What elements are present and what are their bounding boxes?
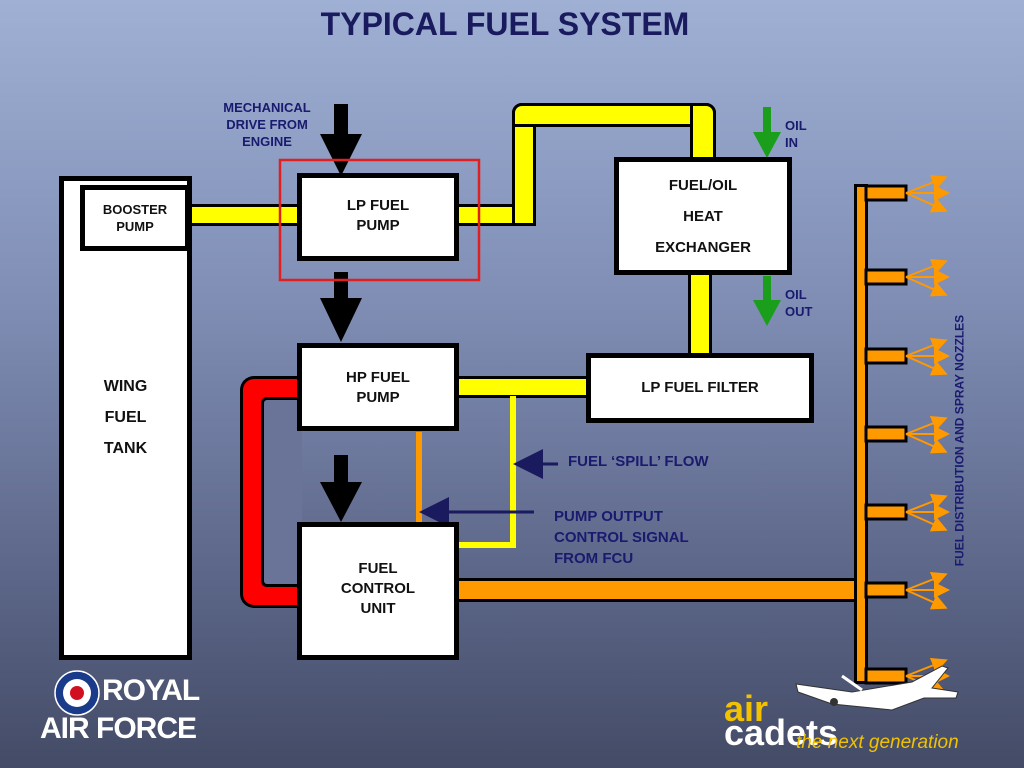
air-cadets-logo: air cadets the next generation [722,660,1012,760]
distribution-label: FUEL DISTRIBUTION AND SPRAY NOZZLES [952,314,967,567]
pipe-exchanger-to-filter [688,270,712,360]
page-title: TYPICAL FUEL SYSTEM [320,6,690,42]
lp-fuel-filter: LP FUEL FILTER [586,353,814,423]
lp-to-hp-arrow [320,272,362,342]
pipe-fcu-to-manifold [454,578,868,602]
cadets-text-cadets: cadets [724,712,839,753]
hp-fuel-pump-label: HP FUEL PUMP [346,369,410,406]
oil-in-arrow [753,107,781,158]
lp-fuel-filter-label: LP FUEL FILTER [641,379,759,396]
fuel-control-unit: FUEL CONTROL UNIT [297,522,459,660]
branch-2 [864,258,950,297]
raf-logo: ROYAL AIR FORCE [40,668,210,748]
branch-5 [864,493,950,532]
fuel-oil-heat-exchanger: FUEL/OIL HEAT EXCHANGER [614,157,792,275]
oil-in-label: OIL IN [785,118,807,150]
branch-6 [864,571,950,610]
pump-output-label: PUMP OUTPUT CONTROL SIGNAL FROM FCU [554,508,689,567]
raf-text-royal: ROYAL [102,674,200,707]
branch-4 [864,415,950,454]
cadets-tagline: the next generation [796,732,959,753]
lp-fuel-pump: LP FUEL PUMP [297,173,459,261]
oil-out-arrow [753,276,781,326]
control-signal-line [416,432,422,526]
raf-text-air-force: AIR FORCE [40,712,197,745]
pipe-hp-loop-inner [261,397,302,587]
hp-to-fcu-arrow [320,455,362,522]
cadets-text-air: air [724,688,769,729]
mechanical-drive-arrow [320,104,362,176]
booster-pump-label: BOOSTER PUMP [102,202,168,234]
fuel-control-unit-label: FUEL CONTROL UNIT [340,560,416,617]
branch-1 [864,174,950,213]
pipe-top-run [512,103,716,127]
lp-pump-highlight [278,158,481,282]
raf-roundel-icon [54,670,100,716]
spill-flow-label: FUEL ‘SPILL’ FLOW [568,453,709,470]
wing-fuel-tank: WING FUEL TANK [59,176,192,660]
lp-fuel-pump-label: LP FUEL PUMP [346,197,410,234]
hp-fuel-pump: HP FUEL PUMP [297,343,459,431]
fuel-oil-heat-exchanger-label: FUEL/OIL HEAT EXCHANGER [655,176,751,256]
booster-pump: BOOSTER PUMP [80,185,190,251]
spill-flow-line-horizontal [432,542,516,548]
oil-out-label: OIL OUT [785,287,813,319]
branch-3 [864,337,950,376]
wing-fuel-tank-label: WING FUEL TANK [103,378,148,457]
aircraft-icon [795,665,959,711]
mechanical-drive-label: MECHANICAL DRIVE FROM ENGINE [223,100,311,149]
